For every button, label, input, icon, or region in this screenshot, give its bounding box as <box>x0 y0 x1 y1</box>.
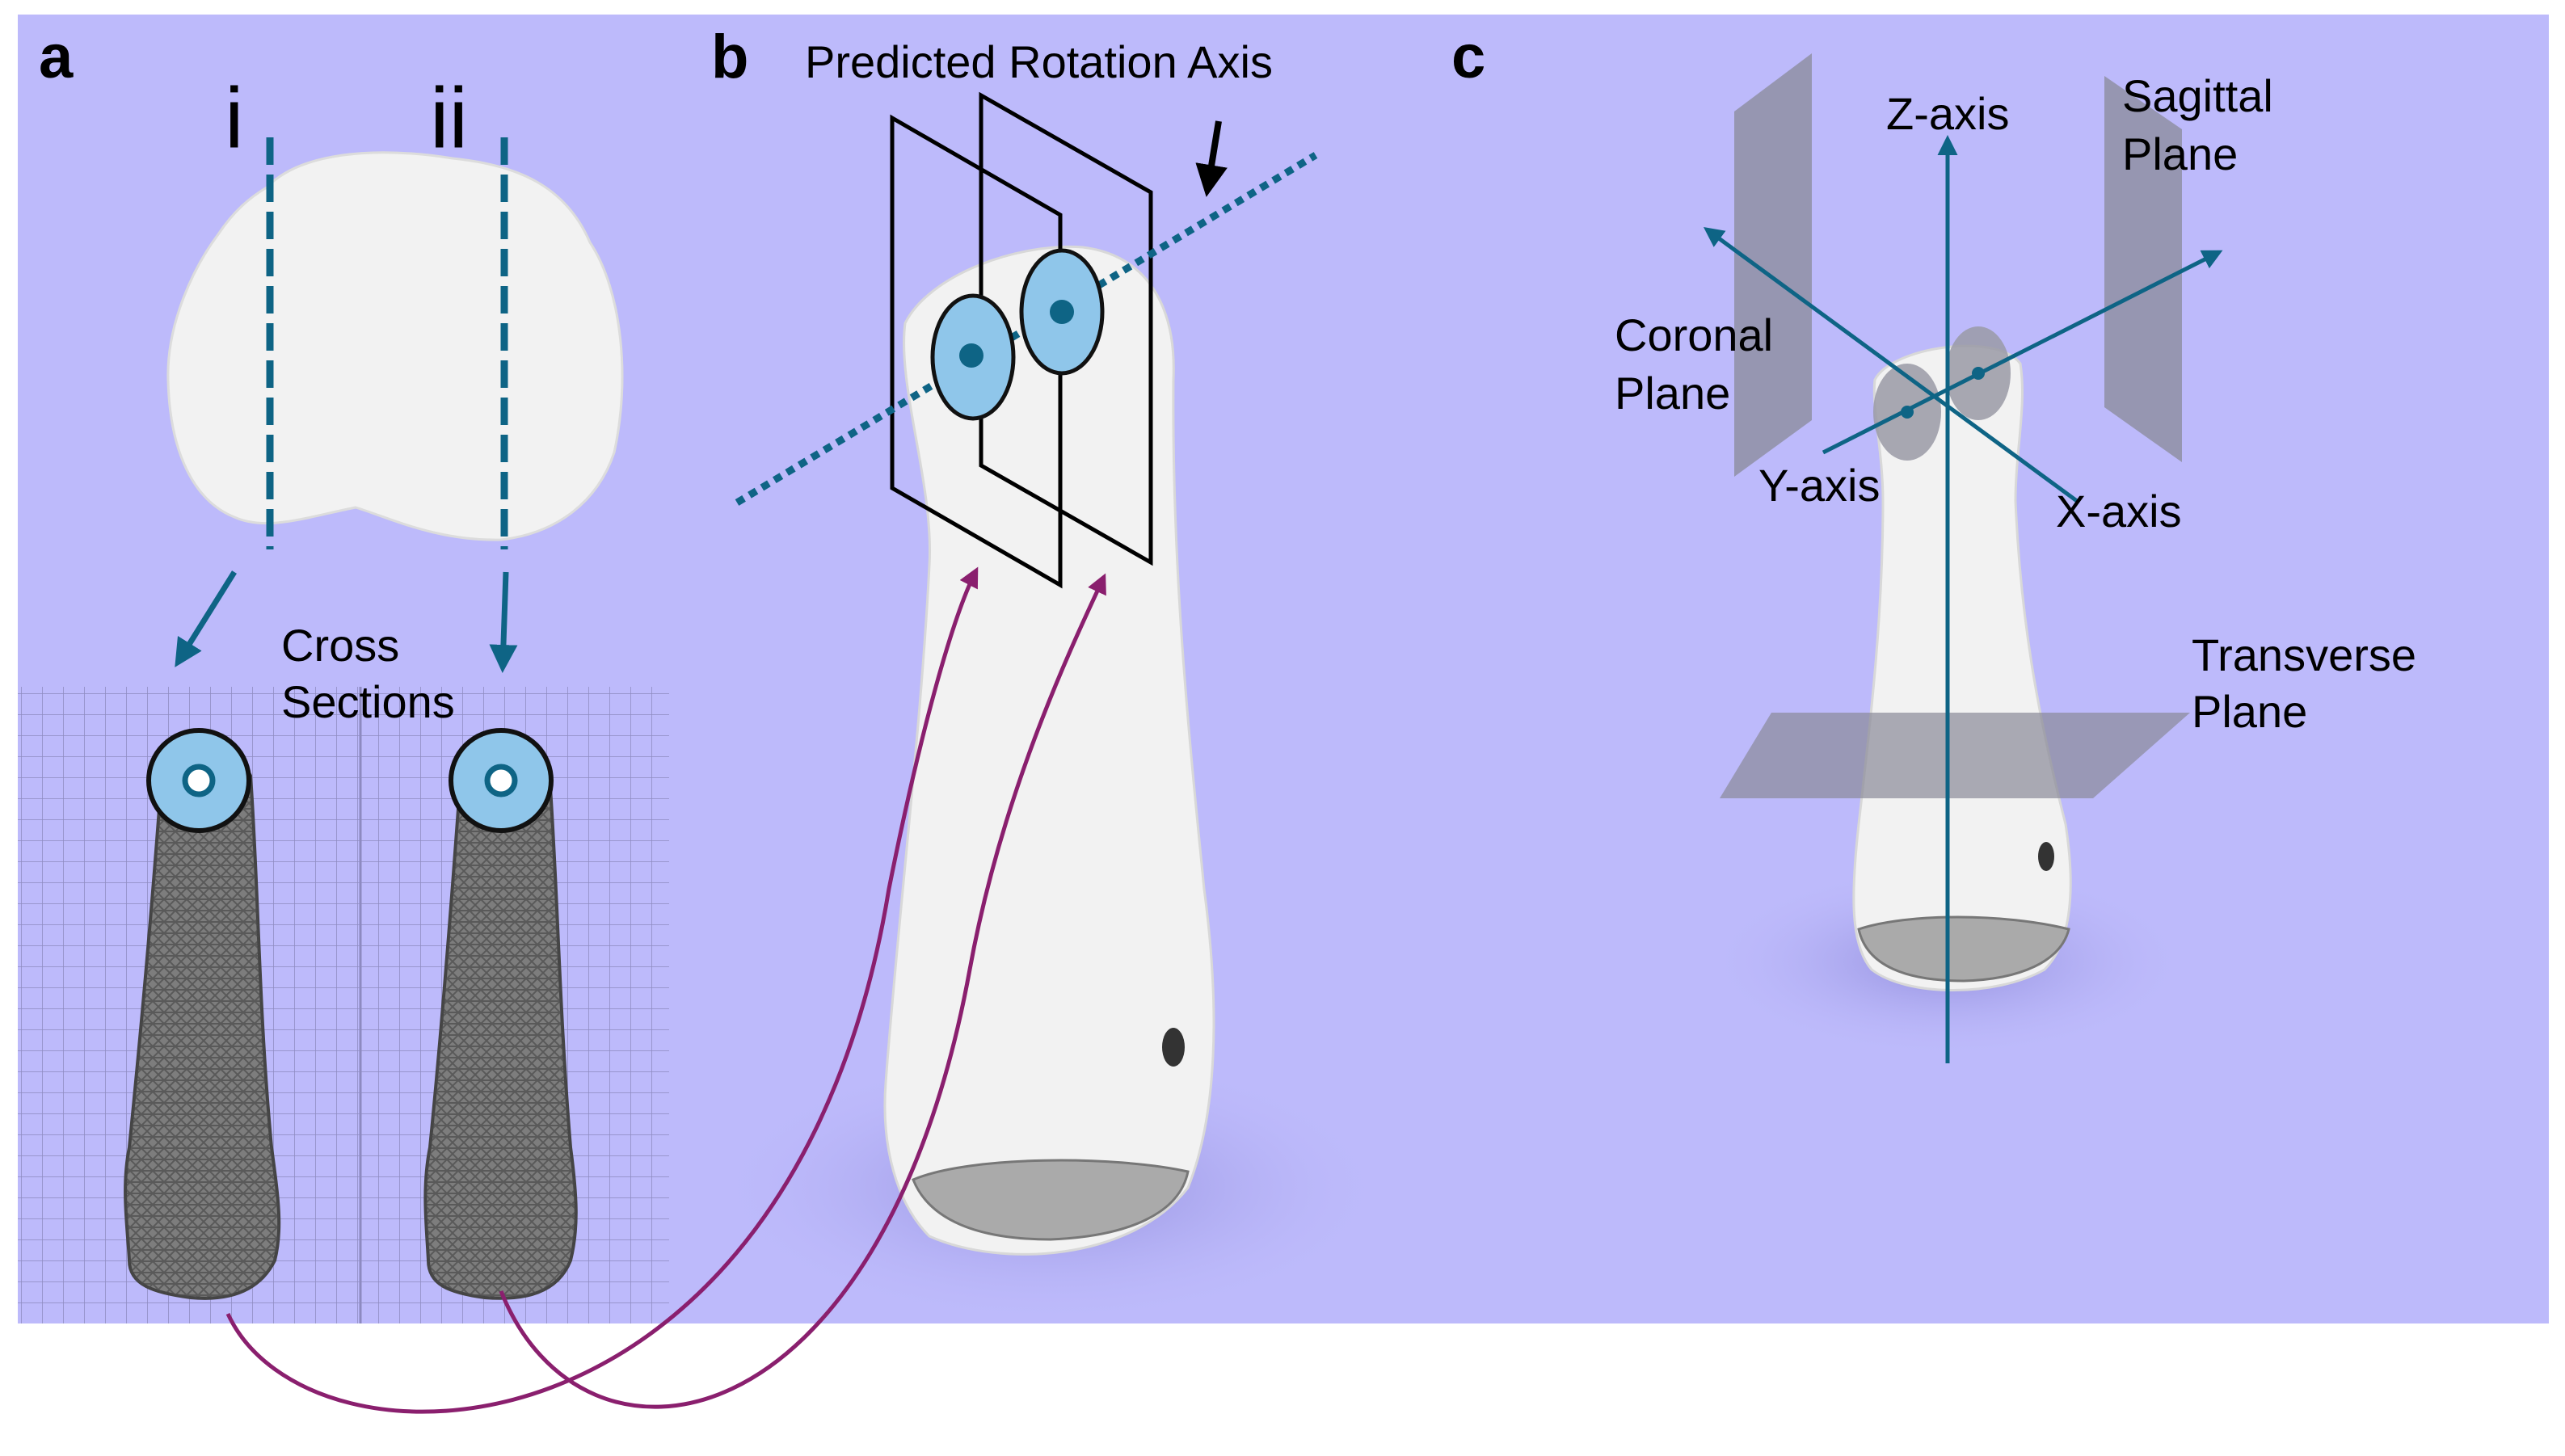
x-axis-line <box>1703 227 2079 503</box>
y-axis-label: Y-axis <box>1758 460 1880 511</box>
transverse-plane-label-line2: Plane <box>2192 686 2307 737</box>
arrow-to-section-i <box>175 570 237 667</box>
axis-point-i <box>959 343 983 368</box>
coronal-plane-label-line2: Plane <box>1615 368 1730 419</box>
x-axis-label: X-axis <box>2056 486 2182 537</box>
bone-c-foramen <box>2038 842 2054 871</box>
section-i-center <box>182 764 216 797</box>
rotation-axis-arrow <box>1195 120 1228 197</box>
link-arrow-section-ii <box>499 573 1106 1409</box>
z-axis-label: Z-axis <box>1886 88 2009 139</box>
marker-ii-label: ii <box>430 70 468 166</box>
cross-sections-label-line2: Sections <box>281 676 455 727</box>
wireframe-bone-i-mesh <box>125 751 280 1298</box>
arrow-to-section-ii <box>489 571 518 673</box>
panel-b-letter: b <box>711 23 748 91</box>
link-arrow-section-i <box>225 566 979 1414</box>
coronal-plane-shape <box>1734 53 1812 477</box>
section-ii-center <box>484 764 518 797</box>
sagittal-plane-shape <box>2104 76 2182 462</box>
axis-point-ii <box>1050 300 1074 324</box>
bone-3d-view-c <box>1852 344 2072 991</box>
panel-c-letter: c <box>1451 23 1485 91</box>
bone-b-foramen <box>1162 1028 1185 1067</box>
bone-end-view <box>166 151 624 541</box>
cross-sections-label-line1: Cross <box>281 620 399 671</box>
transverse-plane-shape <box>1720 713 2190 798</box>
axis-point-right <box>1972 367 1985 380</box>
bone-b-base-hollow <box>912 1159 1190 1241</box>
predicted-rotation-axis-label: Predicted Rotation Axis <box>805 36 1273 87</box>
wireframe-bone-ii-mesh <box>425 751 576 1298</box>
transverse-plane-label-line1: Transverse <box>2192 629 2416 680</box>
bone-3d-view-b <box>883 245 1215 1256</box>
sagittal-plane-label-line1: Sagittal <box>2122 70 2273 121</box>
coronal-plane-label-line1: Coronal <box>1615 309 1773 360</box>
bone-c-base-hollow <box>1857 915 2070 983</box>
section-plane-i <box>890 114 1063 589</box>
y-axis-line <box>1822 250 2223 455</box>
panel-a-letter: a <box>39 23 74 91</box>
sagittal-plane-label-line2: Plane <box>2122 128 2238 179</box>
marker-i-label: i <box>225 70 244 166</box>
axis-point-left <box>1901 406 1914 419</box>
